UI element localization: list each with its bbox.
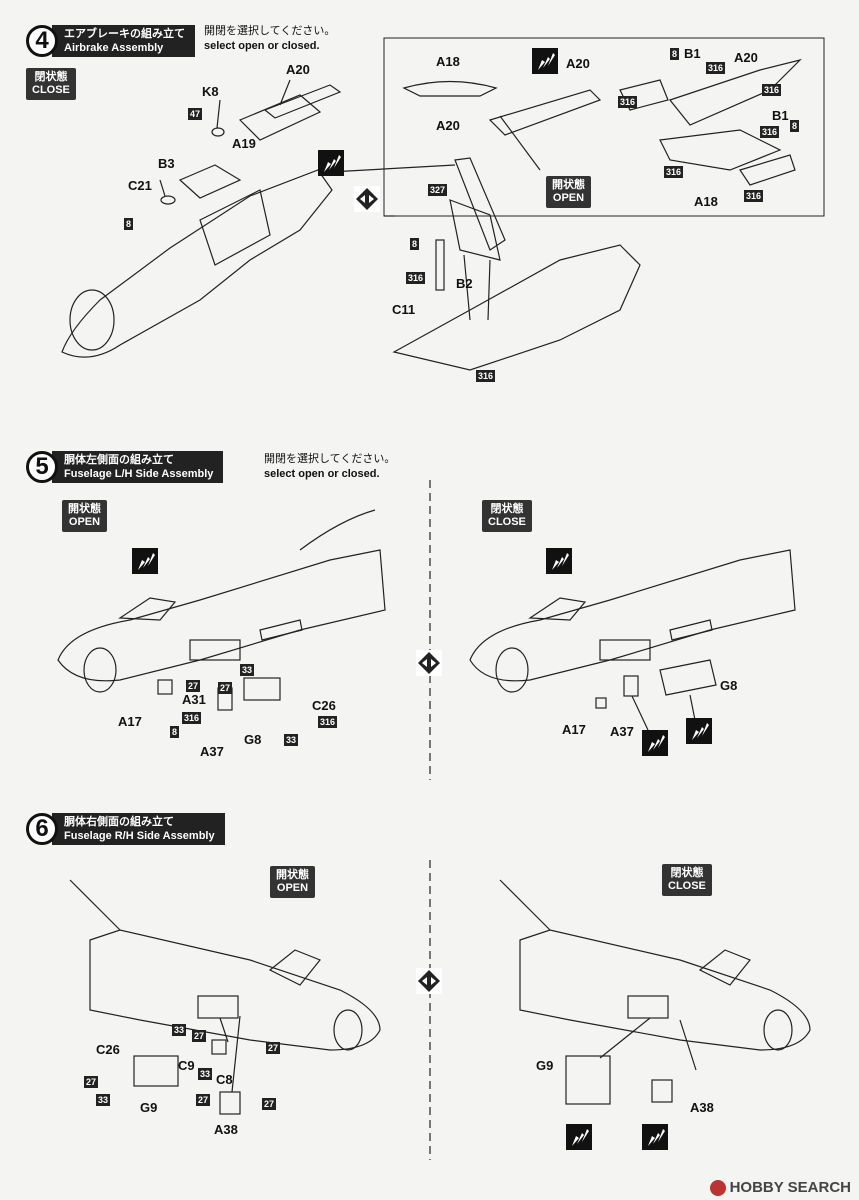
part-label: G8: [244, 732, 262, 747]
part-label: B3: [158, 156, 175, 171]
part-label: C26: [312, 698, 336, 713]
color-code-tag: 316: [762, 84, 782, 96]
part-label: A20: [286, 62, 310, 77]
step5-open-badge: 開状態 OPEN: [62, 500, 107, 532]
part-label: A38: [214, 1122, 238, 1137]
part-label: A37: [610, 724, 634, 739]
color-code-tag: 316: [476, 370, 496, 382]
swap-arrows-icon: [354, 186, 380, 212]
color-code-tag: 316: [618, 96, 638, 108]
step6-open-badge: 開状態 OPEN: [270, 866, 315, 898]
color-code-tag: 327: [428, 184, 448, 196]
color-code-tag: 8: [410, 238, 420, 250]
part-label: C26: [96, 1042, 120, 1057]
part-label: K8: [202, 84, 219, 99]
step6-close-badge: 閉状態 CLOSE: [662, 864, 712, 896]
color-code-tag: 316: [744, 190, 764, 202]
color-code-tag: 8: [790, 120, 800, 132]
part-label: G9: [140, 1100, 158, 1115]
part-label: B1: [772, 108, 789, 123]
color-code-tag: 27: [84, 1076, 99, 1088]
step-title: 胴体左側面の組み立て Fuselage L/H Side Assembly: [52, 451, 224, 483]
part-label: B1: [684, 46, 701, 61]
part-label: A19: [232, 136, 256, 151]
color-code-tag: 27: [266, 1042, 281, 1054]
part-label: A20: [734, 50, 758, 65]
color-code-tag: 27: [186, 680, 201, 692]
color-code-tag: 27: [192, 1030, 207, 1042]
paint-brush-icon: [566, 1124, 592, 1150]
part-label: C9: [178, 1058, 195, 1073]
part-label: A20: [436, 118, 460, 133]
color-code-tag: 316: [664, 166, 684, 178]
paint-brush-icon: [132, 548, 158, 574]
part-label: C21: [128, 178, 152, 193]
paint-brush-icon: [532, 48, 558, 74]
step5-note: 開閉を選択してください。 select open or closed.: [264, 453, 396, 480]
color-code-tag: 33: [240, 664, 255, 676]
color-code-tag: 316: [760, 126, 780, 138]
hobby-search-logo-icon: [709, 1179, 726, 1196]
step5-illustration: [57, 480, 796, 780]
step-number: 5: [26, 451, 58, 483]
part-label: A18: [694, 194, 718, 209]
paint-brush-icon: [642, 730, 668, 756]
color-code-tag: 47: [188, 108, 203, 120]
color-code-tag: 316: [706, 62, 726, 74]
part-label: A31: [182, 692, 206, 707]
color-code-tag: 316: [318, 716, 338, 728]
step-number: 6: [26, 813, 58, 845]
color-code-tag: 33: [172, 1024, 187, 1036]
step5-close-badge: 閉状態 CLOSE: [482, 500, 532, 532]
part-label: G9: [536, 1058, 554, 1073]
step6-header: 6 胴体右側面の組み立て Fuselage R/H Side Assembly: [26, 812, 225, 846]
color-code-tag: 27: [218, 682, 233, 694]
step4-note: 開閉を選択してください。 select open or closed.: [204, 25, 336, 52]
step-title: 胴体右側面の組み立て Fuselage R/H Side Assembly: [52, 813, 225, 845]
paint-brush-icon: [686, 718, 712, 744]
color-code-tag: 33: [96, 1094, 111, 1106]
watermark: HOBBY SEARCH: [709, 1179, 851, 1196]
step6-illustration: [69, 860, 811, 1160]
part-label: A38: [690, 1100, 714, 1115]
step4-close-badge: 閉状態 CLOSE: [26, 68, 76, 100]
step4-header: 4 エアブレーキの組み立て Airbrake Assembly: [26, 24, 195, 58]
swap-arrows-icon: [416, 968, 442, 994]
color-code-tag: 33: [198, 1068, 213, 1080]
part-label: G8: [720, 678, 738, 693]
step4-open-badge: 開状態 OPEN: [546, 176, 591, 208]
part-label: A20: [566, 56, 590, 71]
color-code-tag: 8: [170, 726, 180, 738]
color-code-tag: 27: [196, 1094, 211, 1106]
color-code-tag: 316: [182, 712, 202, 724]
step4-illustration: [61, 37, 825, 371]
color-code-tag: 27: [262, 1098, 277, 1110]
part-label: A18: [436, 54, 460, 69]
color-code-tag: 316: [406, 272, 426, 284]
part-label: C11: [392, 302, 416, 317]
paint-brush-icon: [642, 1124, 668, 1150]
color-code-tag: 8: [670, 48, 680, 60]
step5-header: 5 胴体左側面の組み立て Fuselage L/H Side Assembly: [26, 450, 224, 484]
step-number: 4: [26, 25, 58, 57]
step-title: エアブレーキの組み立て Airbrake Assembly: [52, 25, 195, 57]
part-label: C8: [216, 1072, 233, 1087]
part-label: A17: [118, 714, 142, 729]
part-label: A17: [562, 722, 586, 737]
part-label: B2: [456, 276, 473, 291]
color-code-tag: 33: [284, 734, 299, 746]
paint-brush-icon: [546, 548, 572, 574]
part-label: A37: [200, 744, 224, 759]
paint-brush-icon: [318, 150, 344, 176]
color-code-tag: 8: [124, 218, 134, 230]
swap-arrows-icon: [416, 650, 442, 676]
